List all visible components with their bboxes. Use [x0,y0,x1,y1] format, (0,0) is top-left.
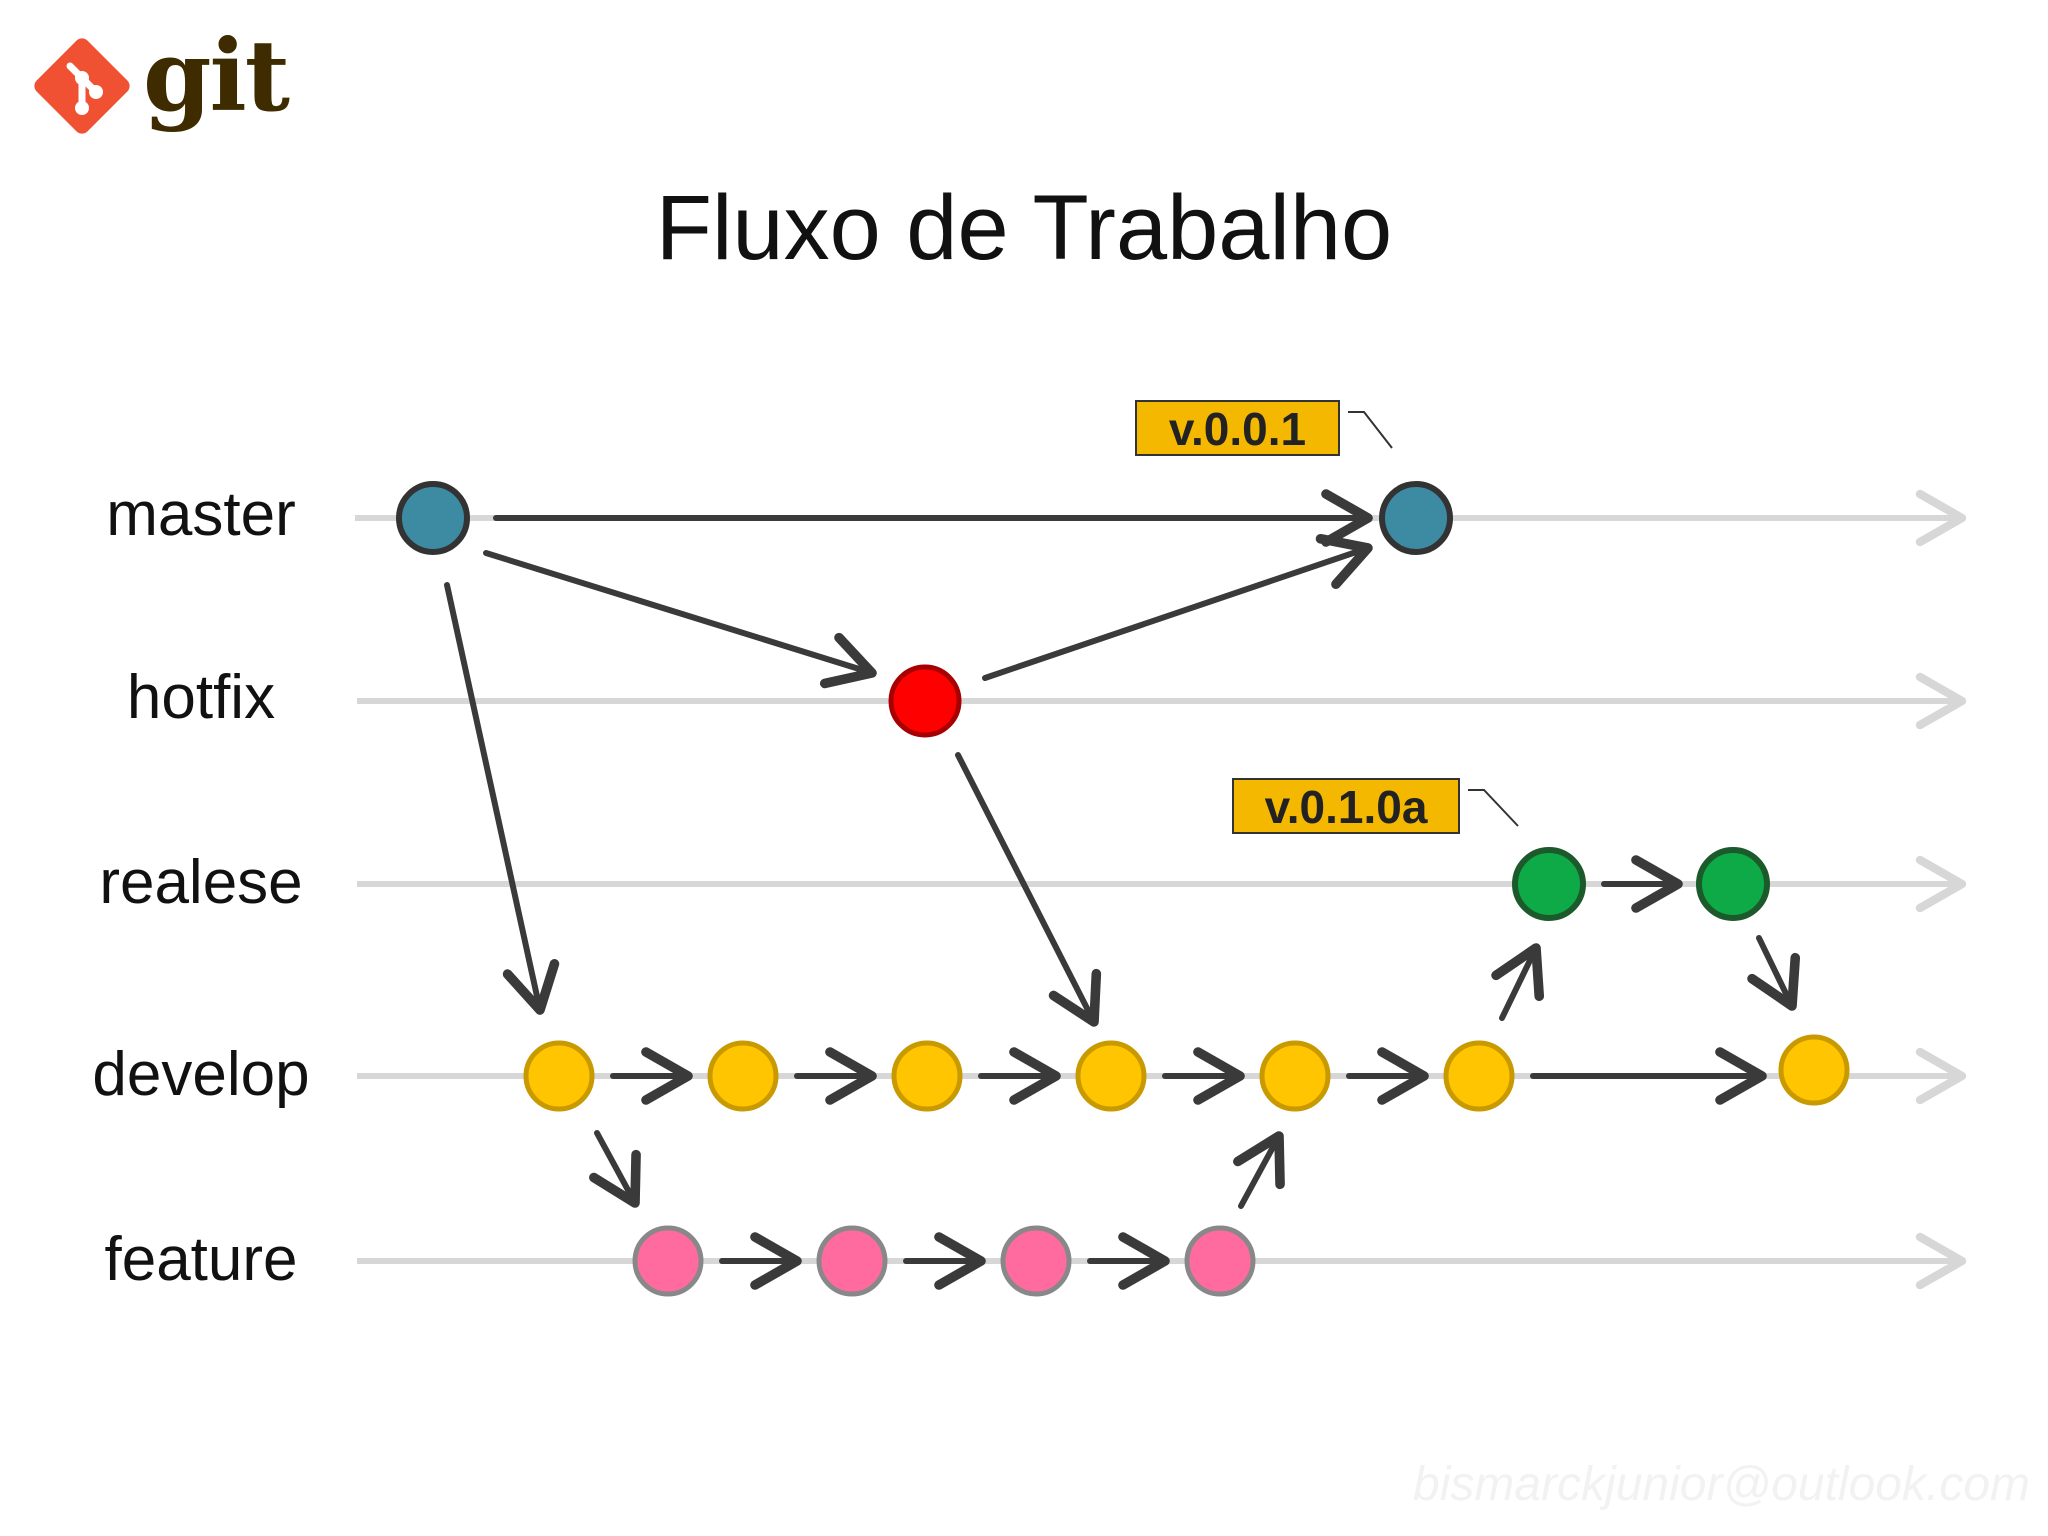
arrow-develop-to-feature [589,1130,641,1208]
arrow-realese-to-develop [1747,935,1801,1011]
hotfix-commit-1 [888,664,962,738]
commit-arrows [444,489,1801,1290]
arrow-master-to-hotfix [483,550,877,689]
git-logo-icon [34,38,130,134]
branch-label-realese: realese [99,848,303,917]
master-commits [396,481,1453,555]
develop-commit-6 [1443,1040,1515,1112]
master-commit-1 [396,481,470,555]
git-logo-text: git [143,19,290,134]
realese-commits [1512,847,1770,921]
branch-label-develop: develop [92,1040,310,1109]
feature-commits [632,1225,1256,1297]
develop-commit-5 [1259,1040,1331,1112]
realese-commit-1 [1512,847,1586,921]
arrow-develop-to-realese [1491,943,1545,1021]
develop-commit-1 [523,1040,595,1112]
tag-callouts [1348,411,1519,827]
page-title: Fluxo de Trabalho [655,177,1393,279]
hotfix-commits [888,664,962,738]
arrow-hotfix-to-master [982,533,1373,681]
arrow-master-to-develop [444,582,560,1015]
feature-commit-1 [632,1225,704,1297]
develop-commit-4 [1075,1040,1147,1112]
tag-v001: v.0.0.1 [1135,400,1340,456]
realese-commit-2 [1696,847,1770,921]
tag-callout-release [1468,789,1519,827]
develop-commit-2 [707,1040,779,1112]
feature-commit-4 [1184,1225,1256,1297]
develop-commit-3 [891,1040,963,1112]
tag-callout-master [1348,411,1393,449]
arrow-hotfix-to-develop [955,752,1102,1027]
arrow-feature-to-develop [1233,1131,1285,1209]
watermark: bismarckjunior@outlook.com [1413,1458,2030,1511]
branch-label-feature: feature [104,1225,298,1294]
master-commit-2 [1379,481,1453,555]
branch-label-hotfix: hotfix [126,663,276,732]
feature-commit-2 [816,1225,888,1297]
develop-commits [523,1034,1850,1112]
feature-commit-3 [1000,1225,1072,1297]
develop-commit-7 [1778,1034,1850,1106]
branch-label-master: master [106,480,296,549]
tag-v010a: v.0.1.0a [1232,778,1460,834]
